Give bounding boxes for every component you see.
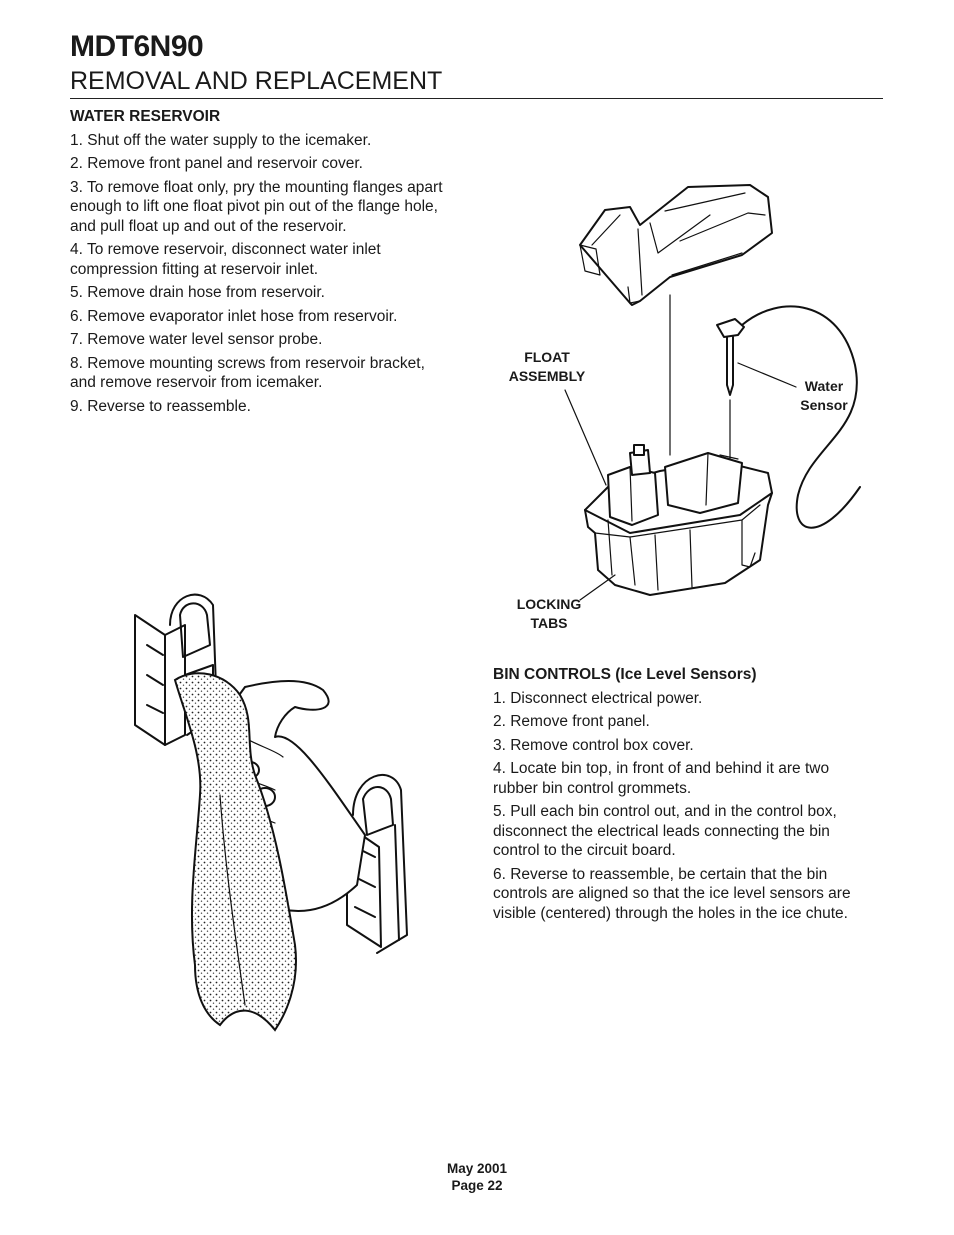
water-sensor-probe bbox=[716, 305, 861, 529]
water-sensor-label: Water Sensor bbox=[792, 377, 856, 415]
reservoir-illustration bbox=[564, 184, 861, 601]
bin-controls-step: 6. Reverse to reassemble, be certain tha… bbox=[493, 865, 851, 922]
water-reservoir-step: 2. Remove front panel and reservoir cove… bbox=[70, 155, 363, 172]
header-divider bbox=[70, 98, 883, 99]
reservoir-cover-drawing bbox=[579, 184, 773, 306]
water-reservoir-step: 9. Reverse to reassemble. bbox=[70, 397, 251, 415]
water-reservoir-step: 4. To remove reservoir, disconnect water… bbox=[70, 241, 381, 278]
locking-tabs-label-line2: TABS bbox=[530, 615, 568, 631]
bin-controls-step: 2. Remove front panel. bbox=[493, 713, 650, 730]
float-assembly-label-line1: FLOAT bbox=[524, 349, 570, 365]
water-reservoir-step: 5. Remove drain hose from reservoir. bbox=[70, 284, 325, 301]
water-sensor-label-line1: Water bbox=[804, 378, 844, 394]
bin-controls-heading: BIN CONTROLS (Ice Level Sensors) bbox=[493, 666, 757, 683]
bin-controls-step: 1. Disconnect electrical power. bbox=[493, 689, 703, 707]
water-reservoir-section: WATER RESERVOIR 1. Shut off the water su… bbox=[70, 107, 450, 420]
water-sensor-label-line2: Sensor bbox=[800, 397, 848, 413]
bin-controls-section: BIN CONTROLS (Ice Level Sensors) 1. Disc… bbox=[493, 665, 878, 927]
bin-controls-step: 4. Locate bin top, in front of and behin… bbox=[493, 760, 830, 797]
locking-tabs-label: LOCKING TABS bbox=[505, 595, 593, 633]
locking-tabs-label-line1: LOCKING bbox=[516, 596, 582, 612]
reservoir-tub-drawing bbox=[584, 444, 773, 596]
water-reservoir-step: 6. Remove evaporator inlet hose from res… bbox=[70, 307, 398, 325]
cloth-drawing bbox=[173, 672, 297, 1032]
bin-controls-step: 5. Pull each bin control out, and in the… bbox=[493, 803, 837, 859]
footer-page-number: Page 22 bbox=[451, 1178, 503, 1193]
water-reservoir-step: 7. Remove water level sensor probe. bbox=[70, 331, 323, 348]
page-footer: May 2001 Page 22 bbox=[0, 1160, 954, 1194]
float-assembly-label: FLOAT ASSEMBLY bbox=[497, 348, 597, 386]
footer-date: May 2001 bbox=[446, 1161, 508, 1176]
bin-control-cleaning-illustration bbox=[134, 593, 408, 1032]
water-reservoir-step: 8. Remove mounting screws from reservoir… bbox=[70, 354, 425, 392]
water-reservoir-heading: WATER RESERVOIR bbox=[70, 108, 221, 125]
model-title: MDT6N90 bbox=[70, 30, 204, 63]
bin-controls-step: 3. Remove control box cover. bbox=[493, 736, 694, 754]
water-reservoir-step: 1. Shut off the water supply to the icem… bbox=[70, 131, 372, 149]
float-assembly-label-line2: ASSEMBLY bbox=[508, 368, 586, 384]
section-title: REMOVAL AND REPLACEMENT bbox=[70, 67, 443, 95]
water-reservoir-step: 3. To remove float only, pry the mountin… bbox=[70, 178, 443, 235]
